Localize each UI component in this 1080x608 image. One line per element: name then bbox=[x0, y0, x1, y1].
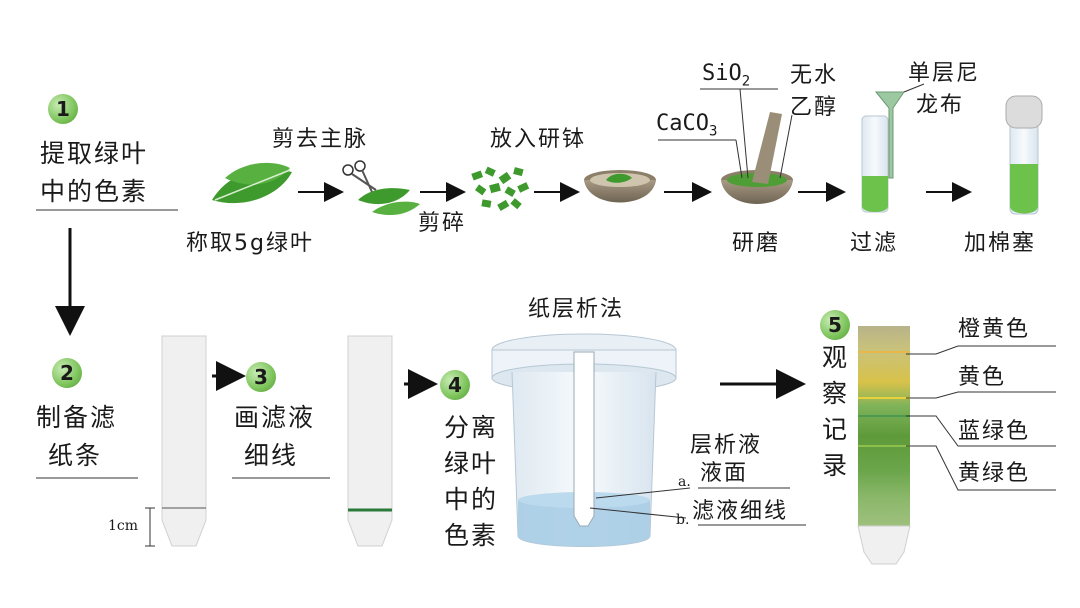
band-label-yellow: 黄色 bbox=[958, 365, 1007, 390]
solvent-label: 层析液 bbox=[690, 433, 763, 458]
mortar-icon bbox=[584, 170, 656, 203]
grinding-mortar-icon bbox=[721, 112, 793, 204]
step4-label-line2: 绿叶 bbox=[444, 449, 499, 478]
step-badge-2: 2 bbox=[52, 358, 82, 388]
weigh-label: 称取5g绿叶 bbox=[186, 231, 314, 256]
label-a-marker: a. bbox=[678, 474, 691, 490]
ethanol-label-line2: 乙醇 bbox=[790, 95, 839, 120]
step5-label-line4: 录 bbox=[822, 451, 850, 480]
band-label-yellow-green: 黄绿色 bbox=[958, 461, 1031, 486]
chromatography-title: 纸层析法 bbox=[528, 297, 625, 322]
measure-1cm-label: 1cm bbox=[108, 518, 139, 534]
caco3-sub: 3 bbox=[708, 123, 718, 140]
step2-label-line1: 制备滤 bbox=[36, 403, 118, 432]
filter-tube-icon bbox=[861, 83, 925, 213]
stopper-label: 加棉塞 bbox=[964, 231, 1037, 256]
ethanol-label-line1: 无水 bbox=[790, 63, 839, 88]
solvent-surface-label: 液面 bbox=[700, 461, 749, 486]
developed-strip bbox=[857, 326, 911, 565]
cut-leaves-icon bbox=[358, 188, 420, 216]
label-b-marker: b. bbox=[676, 512, 690, 528]
band-label-blue-green: 蓝绿色 bbox=[958, 419, 1031, 444]
scissors-icon bbox=[342, 160, 377, 193]
chromatography-beaker bbox=[491, 333, 691, 547]
caco3-main: CaCO bbox=[656, 111, 709, 136]
step1-label-line2: 中的色素 bbox=[40, 177, 149, 206]
step4-label-line3: 中的 bbox=[444, 485, 499, 514]
band-label-orange-yellow: 橙黄色 bbox=[958, 317, 1031, 342]
mortar-label: 放入研钵 bbox=[490, 127, 587, 152]
nylon-label-line2: 龙布 bbox=[916, 93, 965, 118]
leaves-icon bbox=[212, 162, 292, 204]
sio2-label: SiO2 bbox=[702, 58, 750, 97]
paper-strip-3 bbox=[347, 335, 393, 547]
extract-line-label: 滤液细线 bbox=[692, 499, 789, 524]
step2-label-line2: 纸条 bbox=[48, 441, 103, 470]
step5-label-line1: 观 bbox=[822, 343, 850, 372]
step-badge-5: 5 bbox=[820, 310, 850, 340]
step-badge-1: 1 bbox=[48, 94, 78, 124]
step-badge-4: 4 bbox=[440, 370, 470, 400]
cut-vein-label: 剪去主脉 bbox=[272, 127, 369, 152]
caco3-label: CaCO3 bbox=[656, 108, 717, 147]
sio2-sub: 2 bbox=[741, 73, 751, 90]
chopped-leaves-icon bbox=[471, 166, 530, 211]
filter-label: 过滤 bbox=[850, 231, 899, 256]
step4-label-line1: 分离 bbox=[444, 413, 499, 442]
step3-label-line2: 细线 bbox=[244, 441, 299, 470]
chop-label: 剪碎 bbox=[418, 211, 467, 236]
paper-strip-2 bbox=[145, 335, 207, 547]
sio2-main: SiO bbox=[702, 61, 742, 86]
step5-label-line2: 察 bbox=[822, 379, 850, 408]
step4-label-line4: 色素 bbox=[444, 521, 499, 550]
nylon-label-line1: 单层尼 bbox=[908, 61, 981, 86]
step1-label-line1: 提取绿叶 bbox=[40, 139, 149, 168]
step3-label-line1: 画滤液 bbox=[234, 403, 316, 432]
step5-label-line3: 记 bbox=[822, 415, 850, 444]
step-badge-3: 3 bbox=[246, 362, 276, 392]
grind-label: 研磨 bbox=[732, 231, 781, 256]
stoppered-tube-icon bbox=[1005, 95, 1043, 215]
